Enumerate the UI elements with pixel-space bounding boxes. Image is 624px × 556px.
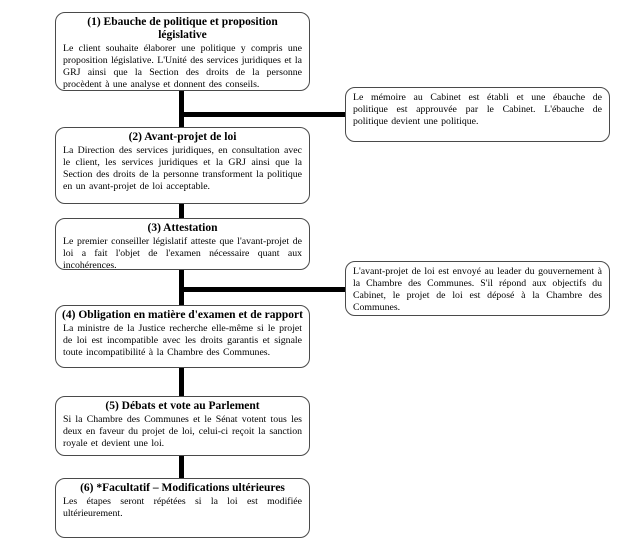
step-box-4: (4) Obligation en matière d'examen et de… [55,305,310,368]
step-6-title: (6) *Facultatif – Modifications ultérieu… [80,482,285,494]
step-box-2: (2) Avant-projet de loi La Direction des… [55,127,310,204]
connector-step1-step2 [179,91,184,127]
side-note-1-body: Le mémoire au Cabinet est établi et une … [353,92,602,127]
step-4-title: (4) Obligation en matière d'examen et de… [62,309,303,321]
connector-to-side-note-2 [182,287,345,292]
step-3-title: (3) Attestation [147,222,218,234]
step-4-body: La ministre de la Justice recherche elle… [63,323,302,359]
step-5-body: Si la Chambre des Communes et le Sénat v… [63,414,302,450]
connector-to-side-note-1 [182,112,345,117]
step-3-body: Le premier conseiller législatif atteste… [63,236,302,272]
connector-step2-step3 [179,204,184,218]
step-2-body: La Direction des services juridiques, en… [63,145,302,193]
step-5-title: (5) Débats et vote au Parlement [105,400,260,412]
step-box-5: (5) Débats et vote au Parlement Si la Ch… [55,396,310,456]
side-note-box-2: L'avant-projet de loi est envoyé au lead… [345,261,610,316]
step-1-body: Le client souhaite élaborer une politiqu… [63,43,302,91]
connector-step4-step5 [179,368,184,396]
side-note-box-1: Le mémoire au Cabinet est établi et une … [345,87,610,142]
step-2-title: (2) Avant-projet de loi [128,131,237,143]
connector-step5-step6 [179,456,184,478]
connector-step3-step4 [179,270,184,305]
step-box-6: (6) *Facultatif – Modifications ultérieu… [55,478,310,538]
step-6-body: Les étapes seront répétées si la loi est… [63,496,302,520]
step-box-1: (1) Ebauche de politique et proposition … [55,12,310,91]
step-1-title: (1) Ebauche de politique et proposition … [87,16,278,42]
step-box-3: (3) Attestation Le premier conseiller lé… [55,218,310,272]
side-note-2-body: L'avant-projet de loi est envoyé au lead… [353,266,602,313]
